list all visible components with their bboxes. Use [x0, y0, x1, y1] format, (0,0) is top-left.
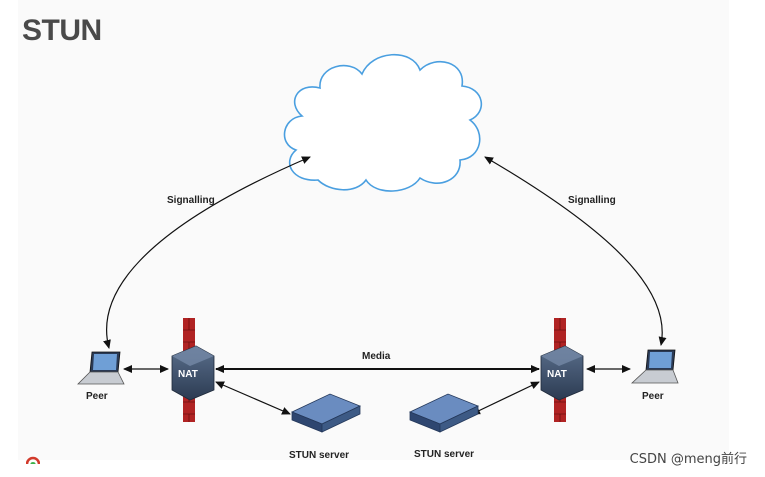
peer-label-right: Peer [642, 391, 664, 402]
nat-label-left: NAT [178, 369, 198, 380]
laptop-icon-left [77, 351, 125, 385]
peer-label-left: Peer [86, 391, 108, 402]
partial-logo-icon [26, 456, 40, 464]
signalling-arrow-left [103, 156, 311, 349]
csdn-watermark: CSDN @meng前行 [629, 452, 747, 467]
nat-stun-arrow-right [471, 381, 540, 415]
stun-server-left [291, 393, 361, 433]
slide-title: STUN [22, 14, 102, 47]
stun-server-label-left: STUN server [289, 450, 350, 461]
nat-label-right: NAT [547, 369, 567, 380]
signalling-label-right: Signalling [568, 195, 616, 206]
nat-box-right [540, 345, 584, 401]
laptop-icon-right [630, 349, 679, 384]
signalling-label-left: Signalling [167, 195, 215, 206]
stun-server-label-right: STUN server [414, 449, 475, 460]
stun-server-right [409, 393, 479, 433]
nat-box-left [171, 345, 215, 401]
media-label: Media [362, 351, 391, 362]
signalling-arrow-right [484, 156, 667, 346]
nat-stun-arrow-left [215, 381, 291, 415]
internet-cloud [283, 53, 483, 192]
